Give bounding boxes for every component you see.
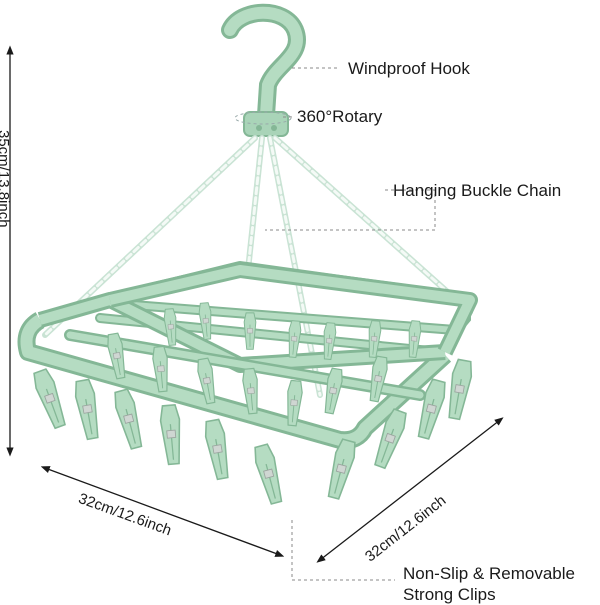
clip — [114, 388, 143, 450]
callout-clips-line1: Non-Slip & Removable — [403, 564, 575, 583]
clip — [152, 345, 168, 393]
callout-windproof-hook: Windproof Hook — [348, 59, 470, 78]
clip — [368, 320, 382, 359]
clip — [163, 308, 177, 347]
clip — [74, 378, 99, 441]
callout-clips-line2: Strong Clips — [403, 585, 496, 604]
clip — [287, 379, 303, 427]
clip — [159, 403, 181, 466]
dimension-height: 35cm/13.8inch — [0, 130, 12, 228]
clip — [242, 367, 258, 415]
clip — [323, 322, 337, 361]
clips — [33, 302, 473, 505]
clip — [324, 367, 343, 415]
clip — [33, 368, 66, 430]
clip — [448, 358, 473, 421]
clip — [369, 355, 388, 403]
clip — [408, 320, 422, 359]
clip — [198, 302, 212, 341]
clip — [243, 312, 257, 350]
windproof-hook — [221, 3, 306, 137]
clip — [254, 443, 283, 505]
dimension-lines — [6, 45, 504, 563]
clip — [288, 320, 302, 359]
leader-lines — [265, 67, 436, 581]
clip — [327, 438, 356, 500]
callout-chain: Hanging Buckle Chain — [393, 181, 562, 200]
clip — [197, 357, 216, 405]
callout-rotary: 360°Rotary — [297, 107, 383, 126]
clip — [204, 418, 229, 481]
clip — [107, 332, 126, 380]
